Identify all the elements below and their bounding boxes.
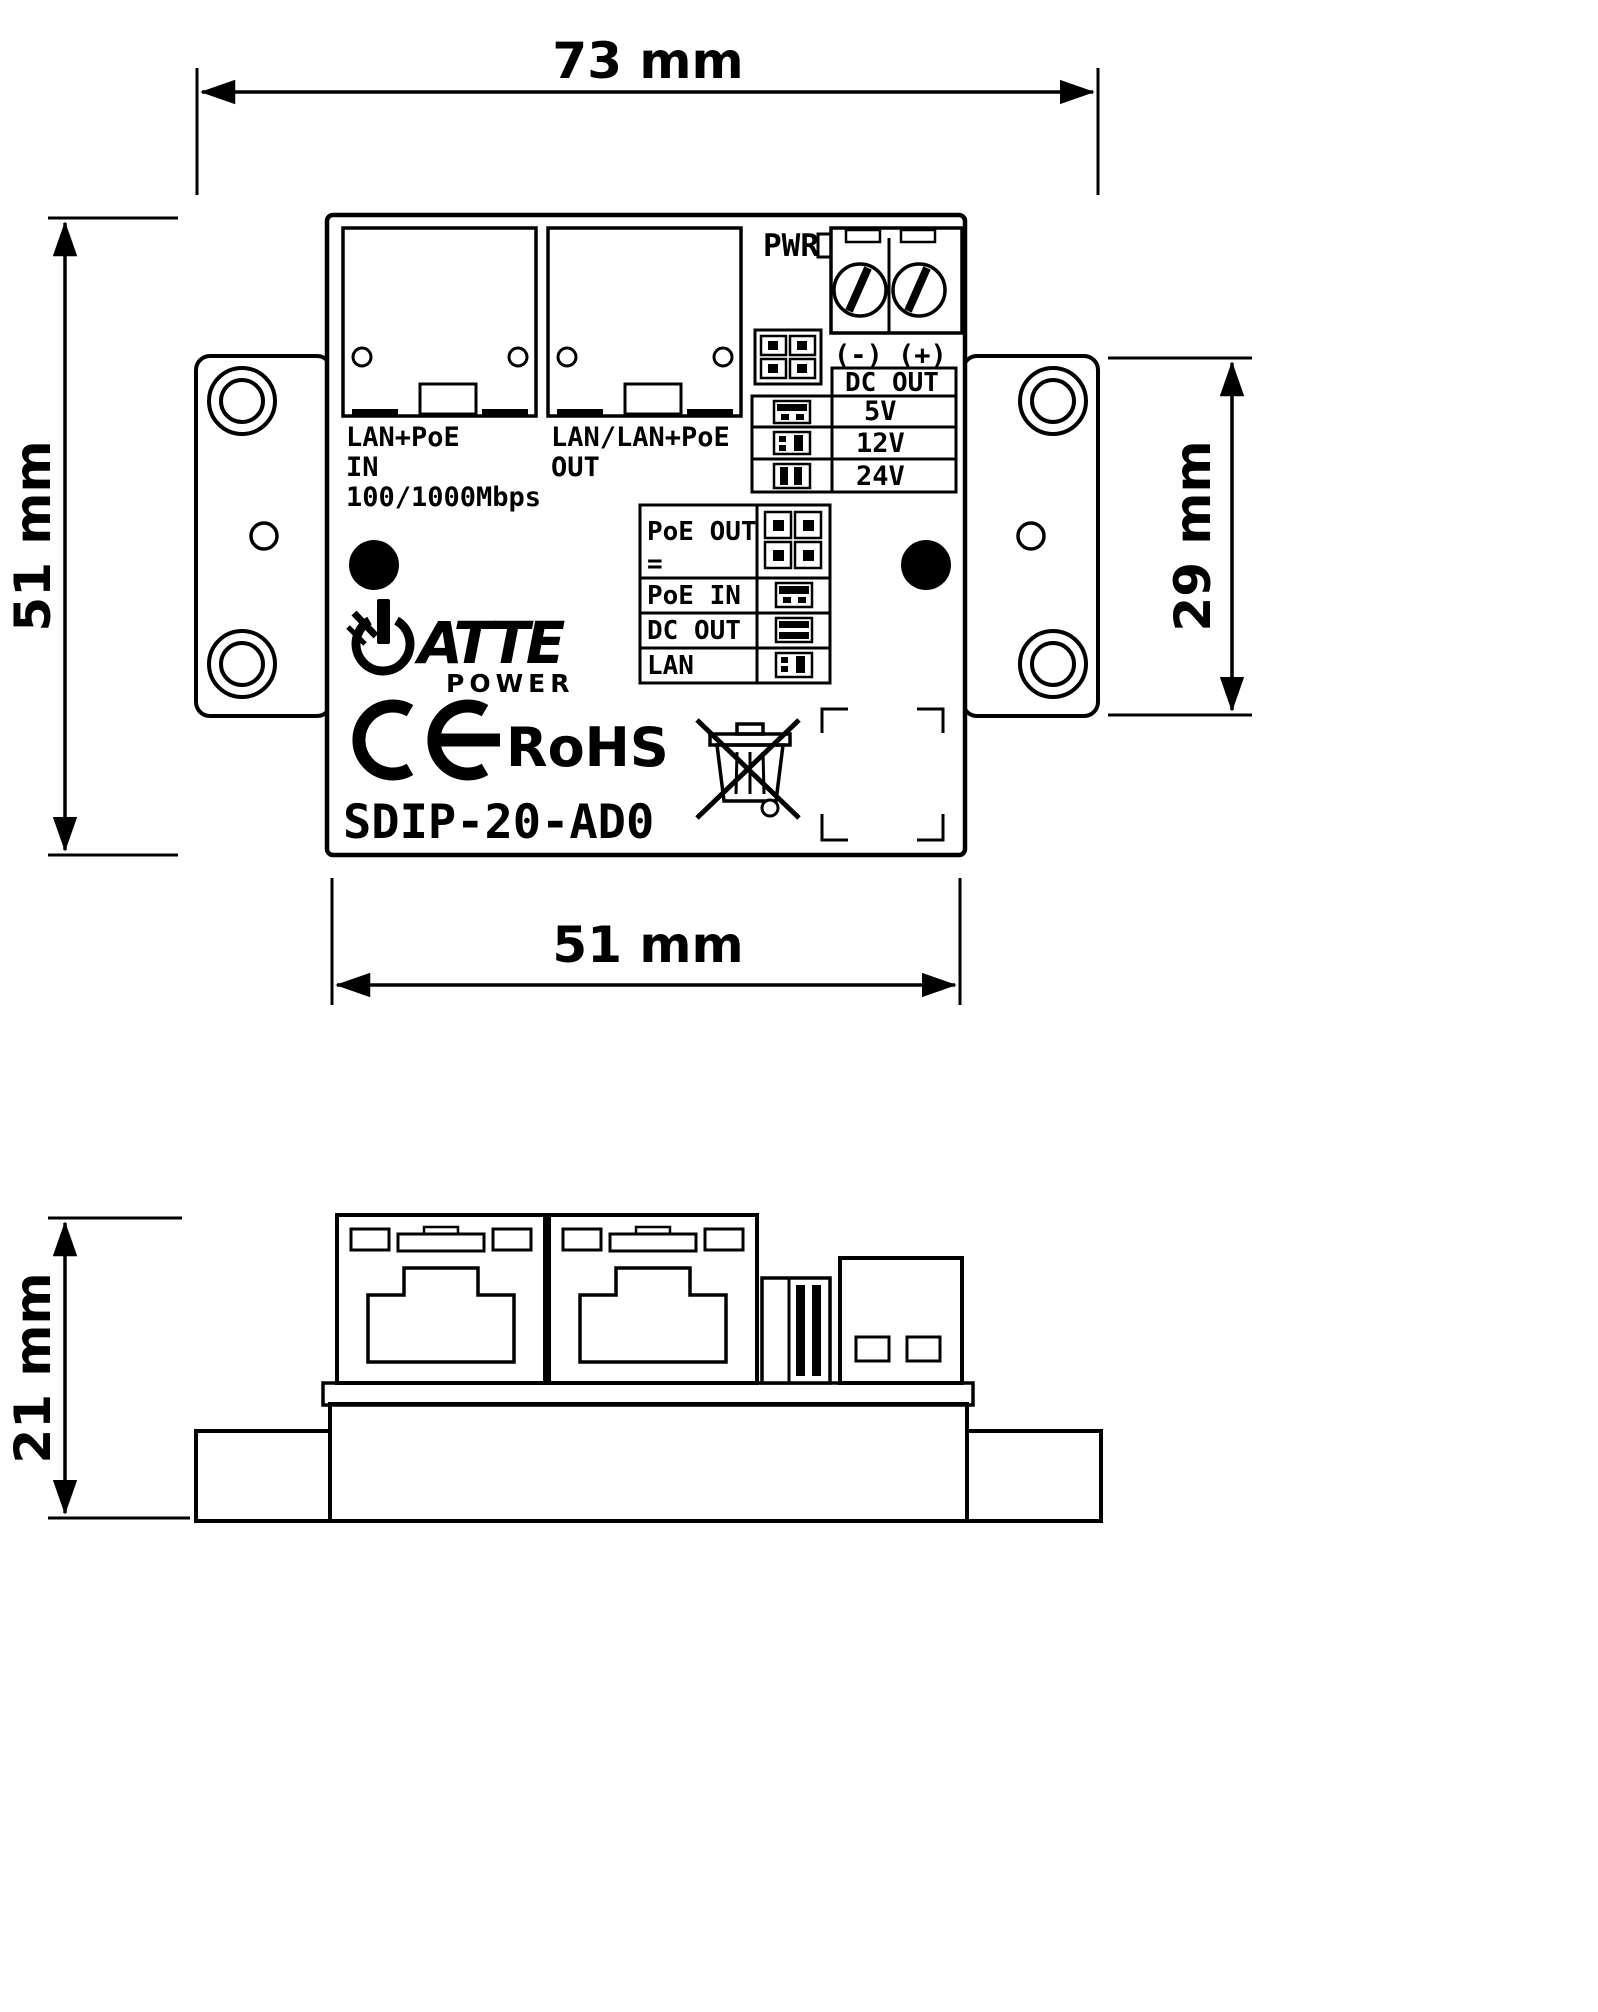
dc-out-row-24v: 24V <box>856 461 905 492</box>
side-terminal-block <box>838 1256 964 1385</box>
side-tab-left <box>194 1429 336 1523</box>
rj45-in-jack <box>341 226 538 418</box>
side-pcb-strip <box>321 1381 975 1407</box>
dimension-top-width: 73 mm <box>195 32 1100 195</box>
jumper-poe-in-icon <box>774 581 814 609</box>
jumper-lan-icon <box>774 651 814 679</box>
jack-in-line2: IN <box>346 452 379 483</box>
dimension-body-height: 51 mm <box>4 216 178 857</box>
rj45-out-jack <box>546 226 743 418</box>
jumper-legend-table: PoE OUT = PoE IN DC OUT LAN <box>638 503 832 685</box>
jumper-12v-icon <box>772 430 812 456</box>
jack-out-line2: OUT <box>551 452 600 483</box>
side-view: 21 mm <box>4 1213 1103 1523</box>
dimension-tab-height: 29 mm <box>1108 356 1252 717</box>
dim-side-height-label: 21 mm <box>4 1272 62 1463</box>
dim-body-width-label: 51 mm <box>552 916 743 974</box>
polarity-positive-label: (+) <box>898 340 947 371</box>
dc-out-table: DC OUT 5V 12V 24V <box>750 366 958 494</box>
power-terminal: PWR (-) (+) <box>763 226 964 371</box>
jumper-poe-out-icon <box>763 510 823 570</box>
dc-out-row-12v: 12V <box>856 428 905 459</box>
side-tab-right <box>961 1429 1103 1523</box>
legend-poe-in-label: PoE IN <box>647 581 741 611</box>
side-pin-header <box>760 1276 832 1385</box>
legend-dc-out-label: DC OUT <box>647 616 741 646</box>
legend-poe-out-label: PoE OUT <box>647 517 757 547</box>
jack-in-line3: 100/1000Mbps <box>346 482 541 513</box>
rohs-label: RoHS <box>506 716 669 779</box>
voltage-jumper-block-icon <box>753 328 823 386</box>
dim-tab-height-label: 29 mm <box>1164 440 1222 631</box>
dimension-body-width: 51 mm <box>330 878 962 1005</box>
pilot-hole-icon <box>249 521 279 551</box>
model-number: SDIP-20-AD0 <box>343 795 654 850</box>
jack-out-label: LAN/LAN+PoE OUT <box>551 422 730 483</box>
dc-out-table-header: DC OUT <box>845 368 939 398</box>
jack-in-line1: LAN+PoE <box>346 422 460 453</box>
pilot-hole-icon <box>1016 521 1046 551</box>
label-frame-brackets <box>820 707 945 842</box>
dimension-side-height: 21 mm <box>4 1216 190 1520</box>
jumper-dc-out-icon <box>774 616 814 644</box>
ce-mark-icon <box>352 699 500 781</box>
jumper-5v-icon <box>772 399 812 425</box>
legend-lan-label: LAN <box>647 651 694 681</box>
atte-logo: ATTE POWER <box>346 599 574 698</box>
black-dot-left <box>349 540 399 590</box>
brand-name: ATTE <box>414 609 565 677</box>
dim-body-height-label: 51 mm <box>4 440 62 631</box>
dim-top-width-label: 73 mm <box>552 32 743 90</box>
weee-bin-icon <box>695 718 801 820</box>
top-view: 73 mm 51 mm 29 mm 51 mm <box>4 32 1252 1005</box>
power-symbol-icon <box>346 599 415 676</box>
side-rj45-jack-left <box>335 1213 547 1385</box>
legend-eq-label: = <box>647 549 663 579</box>
jack-in-label: LAN+PoE IN 100/1000Mbps <box>346 422 541 513</box>
brand-sub: POWER <box>446 669 574 698</box>
side-rj45-jack-right <box>547 1213 759 1385</box>
pwr-label: PWR <box>763 228 819 264</box>
black-dot-right <box>901 540 951 590</box>
mounting-tab-right <box>961 354 1100 718</box>
jack-out-line1: LAN/LAN+PoE <box>551 422 730 453</box>
polarity-negative-label: (-) <box>834 340 883 371</box>
dc-out-row-5v: 5V <box>864 396 897 427</box>
jumper-24v-icon <box>772 462 812 490</box>
mounting-tab-left <box>194 354 333 718</box>
side-base-block <box>328 1402 969 1523</box>
